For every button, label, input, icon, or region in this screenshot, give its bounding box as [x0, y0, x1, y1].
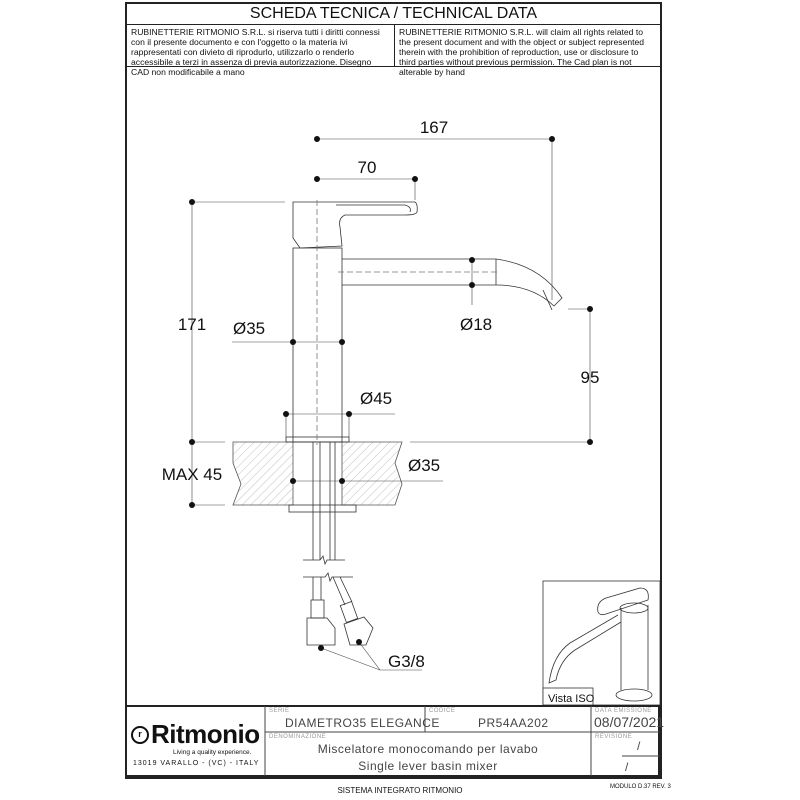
countertop-section [232, 441, 403, 506]
description-italian: Miscelatore monocomando per lavabo [317, 742, 539, 756]
title-block-grid [125, 705, 660, 777]
company-address: 13019 VARALLO - (VC) - ITALY [133, 760, 260, 767]
denominazione-label: DENOMINAZIONE [269, 734, 327, 740]
dim-d35-hole-label: Ø35 [408, 456, 440, 475]
dimension-dots [189, 136, 593, 651]
codice-value: PR54AA202 [478, 716, 549, 730]
serie-value: DIAMETRO35 ELEGANCE [285, 716, 440, 730]
iso-faucet-illustration [548, 587, 653, 702]
dim-d18-label: Ø18 [460, 315, 492, 334]
revisione-value: / [637, 739, 641, 753]
codice-label: CODICE [429, 708, 456, 714]
logo-tagline: Living a quality experience. [173, 749, 252, 756]
notice-italian: RUBINETTERIE RITMONIO S.R.L. si riserva … [127, 25, 395, 77]
sheet-frame: SCHEDA TECNICA / TECHNICAL DATA RUBINETT… [125, 2, 662, 779]
dim-d45-label: Ø45 [360, 389, 392, 408]
sheet-title: SCHEDA TECNICA / TECHNICAL DATA [127, 4, 660, 25]
dim-max45-label: MAX 45 [162, 465, 222, 484]
footer-system: SISTEMA INTEGRATO RITMONIO [337, 786, 463, 795]
revisione-label: REVISIONE [595, 734, 633, 740]
logo-text: Ritmonio [151, 719, 260, 749]
serie-label: SERIE [269, 708, 290, 714]
footer-module: MODULO D.37 REV. 3 [610, 784, 671, 790]
description-english: Single lever basin mixer [358, 759, 498, 773]
title-block: r Ritmonio Living a quality experience. … [125, 705, 665, 777]
company-logo: r Ritmonio [131, 719, 260, 750]
dim-95-label: 95 [581, 368, 600, 387]
iso-view-box: Vista ISO [542, 580, 661, 706]
dimension-lines [191, 138, 591, 671]
dim-167-label: 167 [420, 118, 448, 137]
ritmonio-logo-icon: r [131, 725, 149, 744]
revisione-value-2: / [625, 760, 629, 774]
header-divider [127, 66, 660, 67]
centerlines [316, 200, 500, 445]
iso-view-label: Vista ISO [548, 693, 595, 705]
dim-70-label: 70 [358, 158, 377, 177]
faucet-side-view [285, 201, 563, 646]
dim-d35-body-label: Ø35 [233, 319, 265, 338]
dim-g38-label: G3/8 [388, 652, 425, 671]
notice-english: RUBINETTERIE RITMONIO S.R.L. will claim … [399, 27, 645, 77]
data-emissione-label: DATA EMISSIONE [595, 708, 652, 714]
data-emissione-value: 08/07/2021 [594, 714, 665, 730]
dim-171-label: 171 [178, 315, 206, 334]
